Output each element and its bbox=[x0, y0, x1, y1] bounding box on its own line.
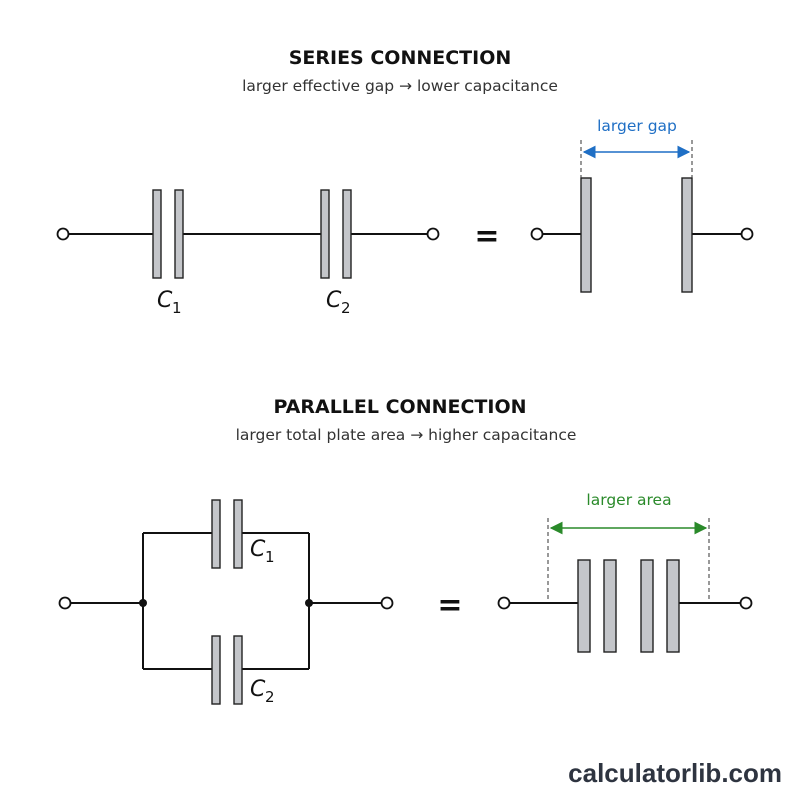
junction-node-left bbox=[139, 599, 147, 607]
capacitor-plate bbox=[233, 499, 243, 569]
brand-watermark: calculatorlib.com bbox=[568, 758, 782, 788]
cap-subscript: 2 bbox=[341, 299, 351, 317]
parallel-title: PARALLEL CONNECTION bbox=[273, 396, 526, 418]
cap-letter: C bbox=[250, 677, 266, 702]
parallel-capacitor-c2 bbox=[211, 635, 243, 705]
terminal-left bbox=[497, 596, 511, 610]
terminal-left bbox=[530, 227, 544, 241]
terminal-left bbox=[58, 596, 72, 610]
capacitor-plate bbox=[577, 559, 591, 653]
cap-letter: C bbox=[326, 288, 342, 313]
capacitor-plate bbox=[342, 189, 352, 279]
terminal-right bbox=[740, 227, 754, 241]
capacitor-plate bbox=[211, 635, 221, 705]
junction-node-right bbox=[305, 599, 313, 607]
area-label: larger area bbox=[586, 491, 671, 509]
capacitor-plate bbox=[320, 189, 330, 279]
parallel-equivalent-capacitor: larger area bbox=[497, 491, 753, 653]
series-title: SERIES CONNECTION bbox=[289, 47, 512, 69]
capacitor-plate bbox=[233, 635, 243, 705]
series-equivalent-capacitor: larger gap bbox=[530, 117, 754, 293]
cap-subscript: 1 bbox=[172, 299, 182, 317]
cap-letter: C bbox=[157, 288, 173, 313]
parallel-label-c1: C 1 bbox=[250, 537, 275, 566]
series-capacitor-c1 bbox=[152, 189, 184, 279]
series-equals-sign: = bbox=[474, 219, 499, 254]
terminal-left bbox=[56, 227, 70, 241]
parallel-capacitor-c1 bbox=[211, 499, 243, 569]
terminal-right bbox=[426, 227, 440, 241]
terminal-right bbox=[380, 596, 394, 610]
capacitor-plate bbox=[211, 499, 221, 569]
capacitor-plate bbox=[174, 189, 184, 279]
capacitor-plate bbox=[640, 559, 654, 653]
series-label-c1: C 1 bbox=[157, 288, 182, 317]
cap-letter: C bbox=[250, 537, 266, 562]
series-circuit: C 1 C 2 bbox=[56, 189, 440, 317]
cap-subscript: 2 bbox=[265, 688, 275, 706]
capacitor-plate bbox=[603, 559, 617, 653]
series-capacitor-c2 bbox=[320, 189, 352, 279]
parallel-equals-sign: = bbox=[437, 588, 462, 623]
series-section: SERIES CONNECTION larger effective gap →… bbox=[56, 47, 754, 317]
gap-label: larger gap bbox=[597, 117, 677, 135]
parallel-subtitle: larger total plate area → higher capacit… bbox=[236, 426, 577, 444]
capacitor-plate bbox=[666, 559, 680, 653]
terminal-right bbox=[739, 596, 753, 610]
series-label-c2: C 2 bbox=[326, 288, 351, 317]
parallel-label-c2: C 2 bbox=[250, 677, 275, 706]
capacitor-plate bbox=[580, 177, 592, 293]
capacitor-plate bbox=[681, 177, 693, 293]
parallel-circuit: C 1 C 2 bbox=[58, 499, 394, 706]
series-subtitle: larger effective gap → lower capacitance bbox=[242, 77, 558, 95]
cap-subscript: 1 bbox=[265, 548, 275, 566]
parallel-section: PARALLEL CONNECTION larger total plate a… bbox=[58, 396, 753, 706]
capacitor-plate bbox=[152, 189, 162, 279]
